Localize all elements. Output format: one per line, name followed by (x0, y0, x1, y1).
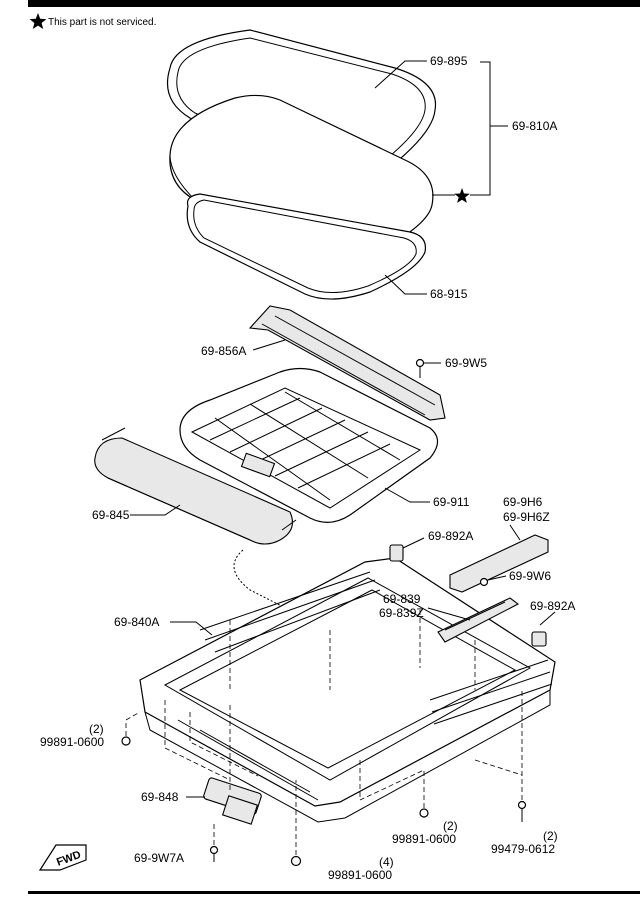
label-69-839: 69-839 (383, 592, 421, 606)
nut-99891-0600-bottom (290, 855, 302, 867)
qty-left: (2) (89, 722, 104, 736)
rail-bracket-69-9H6 (449, 534, 549, 593)
leader-69-856A (252, 339, 286, 351)
label-99891-0600-left: 99891-0600 (40, 735, 104, 749)
fwd-arrow-icon: FWD (38, 844, 87, 871)
leader-69-892A-top (402, 537, 425, 549)
qty-bottom-right: (2) (543, 829, 558, 843)
label-69-840A: 69-840A (114, 615, 159, 629)
housing-frame-69-840A (139, 557, 556, 823)
label-68-915: 68-915 (430, 287, 468, 301)
cushion-69-892A-right (531, 631, 547, 647)
star-icon (29, 13, 47, 29)
not-serviced-star-icon (454, 188, 470, 203)
leader-69-810A-bracket (470, 61, 491, 196)
label-69-9W7A: 69-9W7A (134, 851, 184, 865)
label-69-839Z: 69-839Z (379, 606, 424, 620)
legend-note: This part is not serviced. (48, 17, 156, 28)
label-99479-0612: 99479-0612 (491, 842, 555, 856)
leader-69-911 (384, 487, 430, 503)
frame-69-911 (179, 367, 439, 523)
seal-68-915 (186, 193, 427, 300)
label-69-9H6Z: 69-9H6Z (503, 510, 550, 524)
leader-69-9H6 (509, 524, 521, 541)
qty-bottom: (4) (379, 855, 394, 869)
top-border-bar (28, 0, 640, 7)
label-99891-0600-mid: 99891-0600 (392, 832, 456, 846)
label-69-9W5: 69-9W5 (445, 356, 487, 370)
qty-bottom-mid: (2) (443, 819, 458, 833)
label-69-848: 69-848 (141, 790, 179, 804)
label-69-810A: 69-810A (512, 119, 557, 133)
nut-99891-0600-left (121, 736, 131, 746)
label-69-845: 69-845 (92, 508, 130, 522)
bolt-69-9W6 (479, 577, 489, 587)
leader-69-895 (374, 60, 427, 89)
rail-link-69-839 (437, 597, 520, 643)
leader-69-845 (130, 504, 181, 516)
cushion-69-892A-top (389, 544, 404, 562)
label-99891-0600-bottom: 99891-0600 (328, 868, 392, 882)
leader-68-915 (384, 274, 427, 295)
label-69-911: 69-911 (433, 495, 470, 509)
nut-99891-0600-mid (419, 808, 429, 818)
label-69-892A-right: 69-892A (530, 599, 575, 613)
bolt-69-9W5 (415, 358, 425, 378)
label-69-892A-top: 69-892A (428, 529, 473, 543)
leader-69-9W6 (487, 575, 507, 581)
bottom-border-bar (28, 891, 640, 894)
motor-69-848 (203, 777, 262, 825)
sunshade-69-845 (94, 427, 297, 545)
leader-69-840A (170, 621, 213, 636)
label-69-895: 69-895 (430, 54, 468, 68)
deflector-69-856A (248, 305, 446, 421)
dashed-reference-lines (125, 610, 523, 855)
leader-69-892A-right (539, 611, 556, 626)
bolt-99479-0612 (517, 800, 527, 822)
label-69-9H6: 69-9H6 (503, 495, 543, 509)
bolt-69-9W7A (209, 845, 219, 862)
label-69-9W6: 69-9W6 (509, 569, 551, 583)
leader-69-839 (427, 607, 471, 621)
label-69-856A: 69-856A (201, 344, 246, 358)
